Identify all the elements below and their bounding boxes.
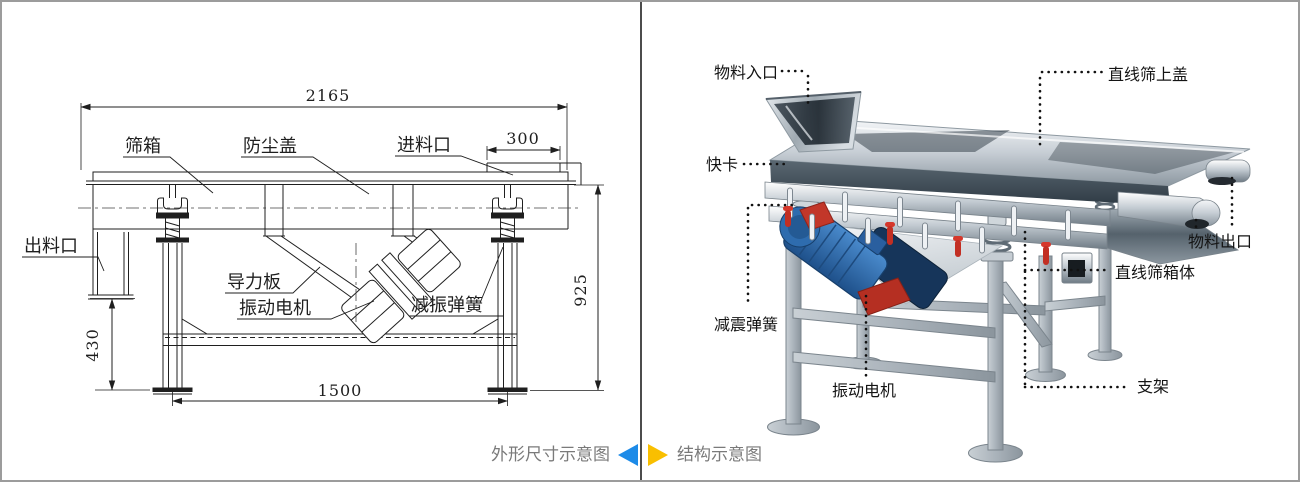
dim-2165: 2165	[306, 86, 351, 105]
dim-outlet-height	[90, 298, 150, 391]
square-outlet-tube	[1061, 252, 1093, 284]
support-legs-drawing	[152, 243, 528, 395]
label-leaders	[22, 155, 514, 320]
vibration-motor-drawing	[341, 228, 461, 344]
clamp-rail-lower	[768, 205, 1108, 250]
box-side-wall	[770, 160, 1170, 206]
label-material-inlet: 物料入口	[714, 64, 778, 82]
spring-mount-right	[491, 185, 524, 243]
right-view-caption: 结构示意图	[677, 445, 762, 464]
dim-925: 925	[571, 273, 590, 307]
label-feed-inlet: 进料口	[397, 135, 451, 155]
motor-bracket-red-1	[799, 201, 835, 231]
label-material-outlet: 物料出口	[1188, 233, 1252, 251]
label-screen-box: 筛箱	[125, 136, 161, 156]
dim-300: 300	[506, 129, 540, 148]
dimension-drawing-texts: 2165 300 925 430 1500 筛箱 防尘盖 进料口 出料口 导力板…	[24, 86, 590, 400]
support-frame	[767, 229, 1123, 463]
footer: 外形尺寸示意图 结构示意图	[491, 444, 762, 466]
screen-box	[764, 91, 1251, 284]
label-force-plate: 导力板	[227, 272, 281, 292]
feed-inlet-drawing	[486, 146, 582, 185]
label-damping-spring: 减震弹簧	[714, 315, 778, 334]
label-top-cover: 直线筛上盖	[1108, 65, 1188, 84]
clamp-rail-upper	[764, 181, 1111, 227]
prev-arrow-icon[interactable]	[618, 444, 638, 466]
label-vibration-motor: 振动电机	[832, 382, 896, 400]
cover-lip-outlet	[1205, 159, 1251, 185]
structure-photo: 物料入口 直线筛上盖 快卡 减震弹簧 振动电机 物料出口 直线筛箱体 支架	[706, 64, 1252, 463]
left-view-caption: 外形尺寸示意图	[491, 445, 610, 464]
next-arrow-icon[interactable]	[648, 444, 668, 466]
discharge-outlet-drawing	[88, 232, 134, 300]
dim-430: 430	[83, 328, 102, 362]
dim-leg-span	[172, 392, 508, 406]
red-clamp-handles	[783, 206, 1051, 265]
dimension-drawing	[22, 103, 604, 406]
photo-leader-lines	[742, 69, 1234, 389]
label-discharge-outlet: 出料口	[24, 236, 78, 256]
dim-overall-length	[80, 103, 568, 170]
dim-total-height	[530, 184, 604, 391]
motor-bracket-red-2	[857, 277, 911, 316]
discharge-duct	[1117, 191, 1221, 229]
label-support-frame: 支架	[1137, 378, 1169, 396]
label-screen-body: 直线筛箱体	[1115, 263, 1195, 282]
label-dust-cover: 防尘盖	[243, 136, 297, 156]
quick-clamps	[787, 187, 1071, 254]
label-quick-clamp: 快卡	[706, 156, 738, 174]
label-vibration-motor-cad: 振动电机	[239, 298, 311, 318]
spring-mount-left	[156, 185, 189, 243]
label-damping-spring-cad: 减振弹簧	[411, 295, 483, 315]
screen-box-cover-drawing	[86, 171, 576, 185]
dim-1500: 1500	[318, 381, 363, 400]
